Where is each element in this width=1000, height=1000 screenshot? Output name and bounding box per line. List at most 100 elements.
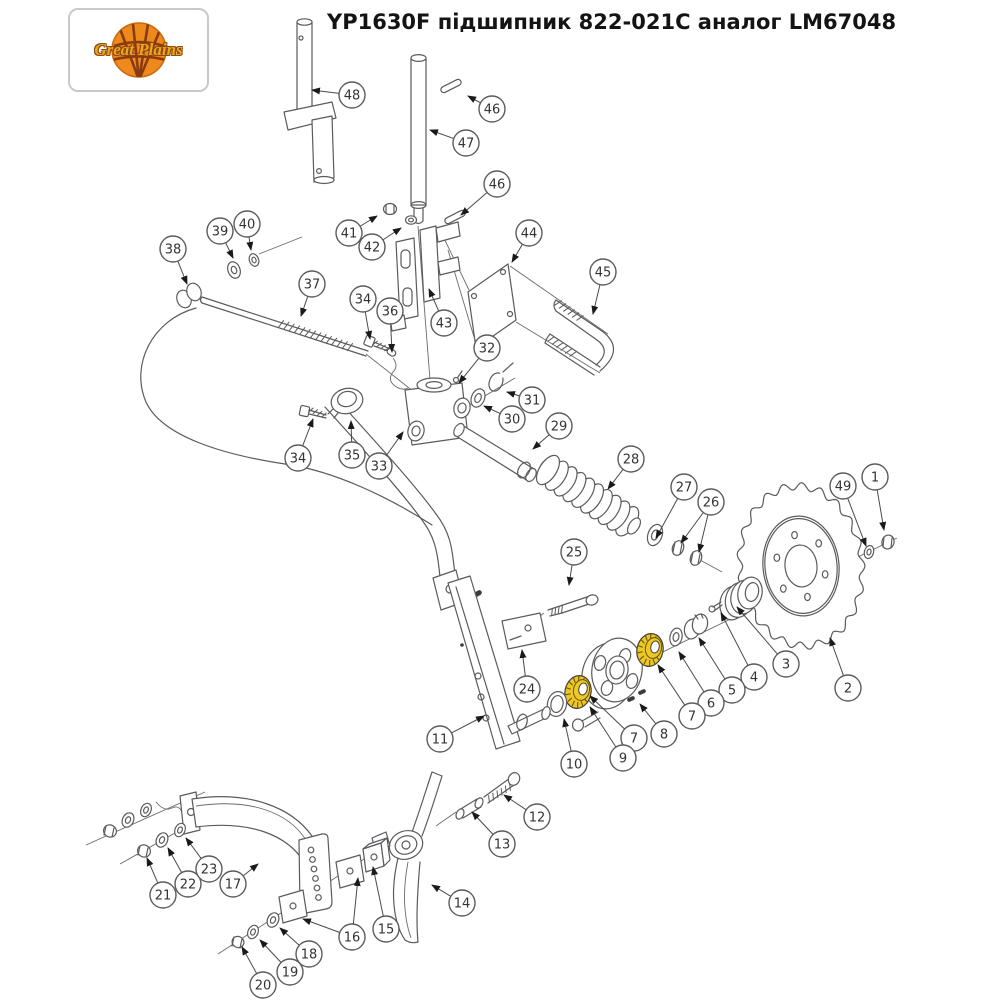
svg-text:43: 43 [436, 317, 453, 332]
part-33-knuckle [404, 370, 471, 446]
part-34-bolt-left [298, 404, 327, 419]
great-plains-logo: Great Plains [68, 8, 209, 92]
part-cable-and-tube [140, 307, 457, 587]
part-15-spacer [362, 837, 391, 873]
callout-34: 34 [349, 285, 377, 340]
svg-text:8: 8 [660, 728, 668, 743]
svg-text:49: 49 [835, 480, 852, 495]
callout-30: 30 [483, 405, 526, 433]
part-3-dust-cap [719, 576, 763, 621]
svg-text:15: 15 [378, 923, 395, 938]
svg-text:13: 13 [494, 838, 511, 853]
svg-text:16: 16 [344, 931, 361, 946]
callout-39: 39 [206, 217, 234, 259]
svg-text:40: 40 [239, 218, 256, 233]
logo-brand-text: Great Plains [94, 40, 183, 59]
callout-6: 6 [678, 651, 725, 717]
svg-text:27: 27 [676, 481, 693, 496]
part-10-seal [546, 691, 568, 717]
svg-text:12: 12 [529, 811, 546, 826]
callout-5: 5 [698, 637, 746, 704]
svg-text:7: 7 [688, 710, 696, 725]
callout-47: 47 [429, 129, 480, 157]
part-49-washer [863, 544, 875, 560]
callout-7: 7 [657, 664, 706, 730]
part-45-u-bolt [544, 299, 615, 376]
part-2-disc-wheel [736, 482, 866, 650]
svg-text:7: 7 [630, 732, 638, 747]
callout-36: 36 [376, 297, 404, 353]
callout-43: 43 [428, 288, 458, 337]
svg-text:33: 33 [371, 460, 388, 475]
part-46-pin-top [440, 78, 462, 94]
callout-23: 23 [185, 837, 223, 883]
part-36-pin [386, 347, 409, 390]
callout-29: 29 [532, 412, 573, 450]
svg-text:3: 3 [782, 658, 790, 673]
part-42-washer [404, 215, 418, 225]
callout-26: 26 [680, 488, 725, 553]
part-35-clamp [327, 387, 364, 419]
part-cotter-pin [708, 601, 723, 613]
svg-text:30: 30 [504, 413, 521, 428]
callout-22: 22 [167, 847, 202, 898]
svg-text:14: 14 [454, 897, 471, 912]
part-18-19-20-hardware [231, 912, 280, 949]
callout-20: 20 [241, 946, 277, 999]
svg-text:17: 17 [225, 878, 242, 893]
callout-49: 49 [829, 472, 867, 547]
svg-text:20: 20 [255, 979, 272, 994]
callout-8: 8 [639, 703, 678, 748]
callout-45: 45 [589, 258, 617, 315]
callout-46: 46 [460, 170, 511, 216]
svg-text:45: 45 [595, 266, 612, 281]
svg-text:11: 11 [432, 733, 449, 748]
part-5-castle-nut [683, 613, 709, 640]
svg-text:18: 18 [301, 948, 318, 963]
svg-text:23: 23 [201, 863, 218, 878]
svg-text:39: 39 [212, 225, 229, 240]
svg-text:34: 34 [355, 293, 372, 308]
svg-text:25: 25 [566, 546, 583, 561]
part-7-bearings-highlighted [564, 633, 664, 709]
part-9-bolt [571, 711, 601, 732]
callout-31: 31 [506, 386, 546, 414]
part-48-post [283, 18, 337, 185]
callout-33: 33 [365, 431, 404, 480]
part-25-bolt [547, 594, 599, 617]
svg-text:1: 1 [871, 471, 879, 486]
callout-15: 15 [371, 866, 400, 943]
svg-text:21: 21 [155, 889, 172, 904]
part-1-nut [881, 534, 895, 550]
svg-text:46: 46 [489, 178, 506, 193]
part-38-bushing [176, 282, 202, 309]
callout-25: 25 [560, 538, 588, 586]
callout-13: 13 [471, 811, 516, 858]
callout-9: 9 [589, 706, 637, 772]
part-21-22-23-hardware [102, 802, 187, 858]
callout-21: 21 [146, 857, 177, 909]
callout-37: 37 [298, 270, 326, 317]
svg-text:10: 10 [566, 758, 583, 773]
svg-text:38: 38 [165, 243, 182, 258]
callout-17: 17 [219, 863, 259, 898]
callout-16: 16 [302, 877, 366, 951]
svg-text:5: 5 [728, 684, 736, 699]
part-47-tube [410, 53, 427, 225]
part-16-plates [278, 854, 365, 924]
logo-sun-icon [111, 22, 167, 78]
part-29-shaft [453, 422, 537, 483]
part-24-plate [501, 612, 547, 650]
svg-text:26: 26 [703, 496, 720, 511]
svg-text:29: 29 [551, 420, 568, 435]
callout-40: 40 [233, 210, 261, 251]
svg-text:42: 42 [364, 241, 381, 256]
callout-2: 2 [829, 637, 862, 702]
part-6-washer [669, 627, 683, 647]
callout-1: 1 [861, 463, 889, 531]
callout-14: 14 [431, 884, 476, 917]
part-11-arm [432, 569, 551, 750]
part-41-nut [382, 202, 398, 216]
callout-12: 12 [503, 794, 551, 831]
callout-38: 38 [159, 235, 188, 285]
